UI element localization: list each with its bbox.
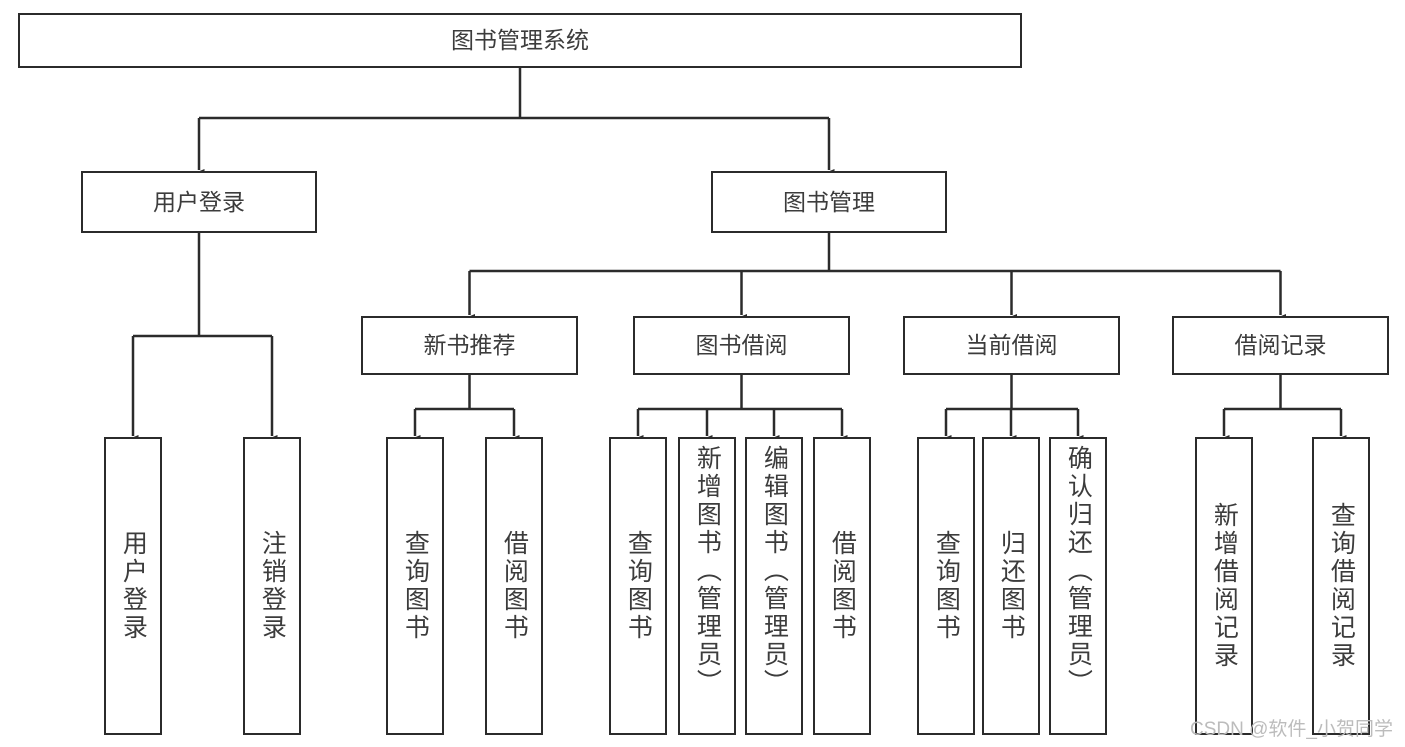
node-leaf-add-record[interactable]: 新增借阅记录 [1195, 437, 1253, 735]
node-label: 查询图书 [624, 530, 653, 642]
node-leaf-add-book[interactable]: 新增图书（管理员） [678, 437, 736, 735]
node-current-borrow[interactable]: 当前借阅 [903, 316, 1120, 375]
watermark-label: CSDN @软件_小贺同学 [1190, 719, 1393, 740]
node-label: 用户登录 [153, 188, 245, 215]
node-label: 图书借阅 [695, 332, 788, 359]
node-borrow-record[interactable]: 借阅记录 [1172, 316, 1389, 375]
node-root[interactable]: 图书管理系统 [18, 13, 1022, 68]
node-new-book-rec[interactable]: 新书推荐 [361, 316, 578, 375]
node-label: 当前借阅 [965, 332, 1058, 359]
node-label: 确认归还（管理员） [1064, 445, 1093, 697]
node-leaf-query-record[interactable]: 查询借阅记录 [1312, 437, 1370, 735]
node-leaf-edit-book[interactable]: 编辑图书（管理员） [745, 437, 803, 735]
node-leaf-borrow-book[interactable]: 借阅图书 [813, 437, 871, 735]
node-label: 查询图书 [401, 530, 430, 642]
edge-layer [127, 68, 1347, 444]
node-leaf-query-book-cur[interactable]: 查询图书 [917, 437, 975, 735]
node-leaf-query-book-rec[interactable]: 查询图书 [386, 437, 444, 735]
node-label: 新增图书（管理员） [693, 445, 722, 697]
node-label: 查询借阅记录 [1327, 502, 1356, 670]
node-label: 新书推荐 [423, 332, 516, 359]
node-label: 归还图书 [997, 530, 1026, 642]
node-leaf-borrow-book-rec[interactable]: 借阅图书 [485, 437, 543, 735]
node-label: 查询图书 [932, 530, 961, 642]
node-leaf-user-logout[interactable]: 注销登录 [243, 437, 301, 735]
node-leaf-query-book-borrow[interactable]: 查询图书 [609, 437, 667, 735]
node-label: 借阅记录 [1234, 332, 1327, 359]
node-label: 编辑图书（管理员） [760, 445, 789, 697]
node-label: 注销登录 [258, 530, 287, 642]
node-leaf-user-login[interactable]: 用户登录 [104, 437, 162, 735]
node-leaf-confirm-return[interactable]: 确认归还（管理员） [1049, 437, 1107, 735]
node-book-manage[interactable]: 图书管理 [711, 171, 947, 233]
node-label: 图书管理系统 [451, 27, 589, 54]
node-user-login[interactable]: 用户登录 [81, 171, 317, 233]
node-label: 图书管理 [783, 188, 875, 215]
node-label: 借阅图书 [828, 530, 857, 642]
node-label: 用户登录 [119, 530, 148, 642]
node-book-borrow[interactable]: 图书借阅 [633, 316, 850, 375]
node-label: 借阅图书 [500, 530, 529, 642]
node-label: 新增借阅记录 [1210, 502, 1239, 670]
node-leaf-return-book[interactable]: 归还图书 [982, 437, 1040, 735]
